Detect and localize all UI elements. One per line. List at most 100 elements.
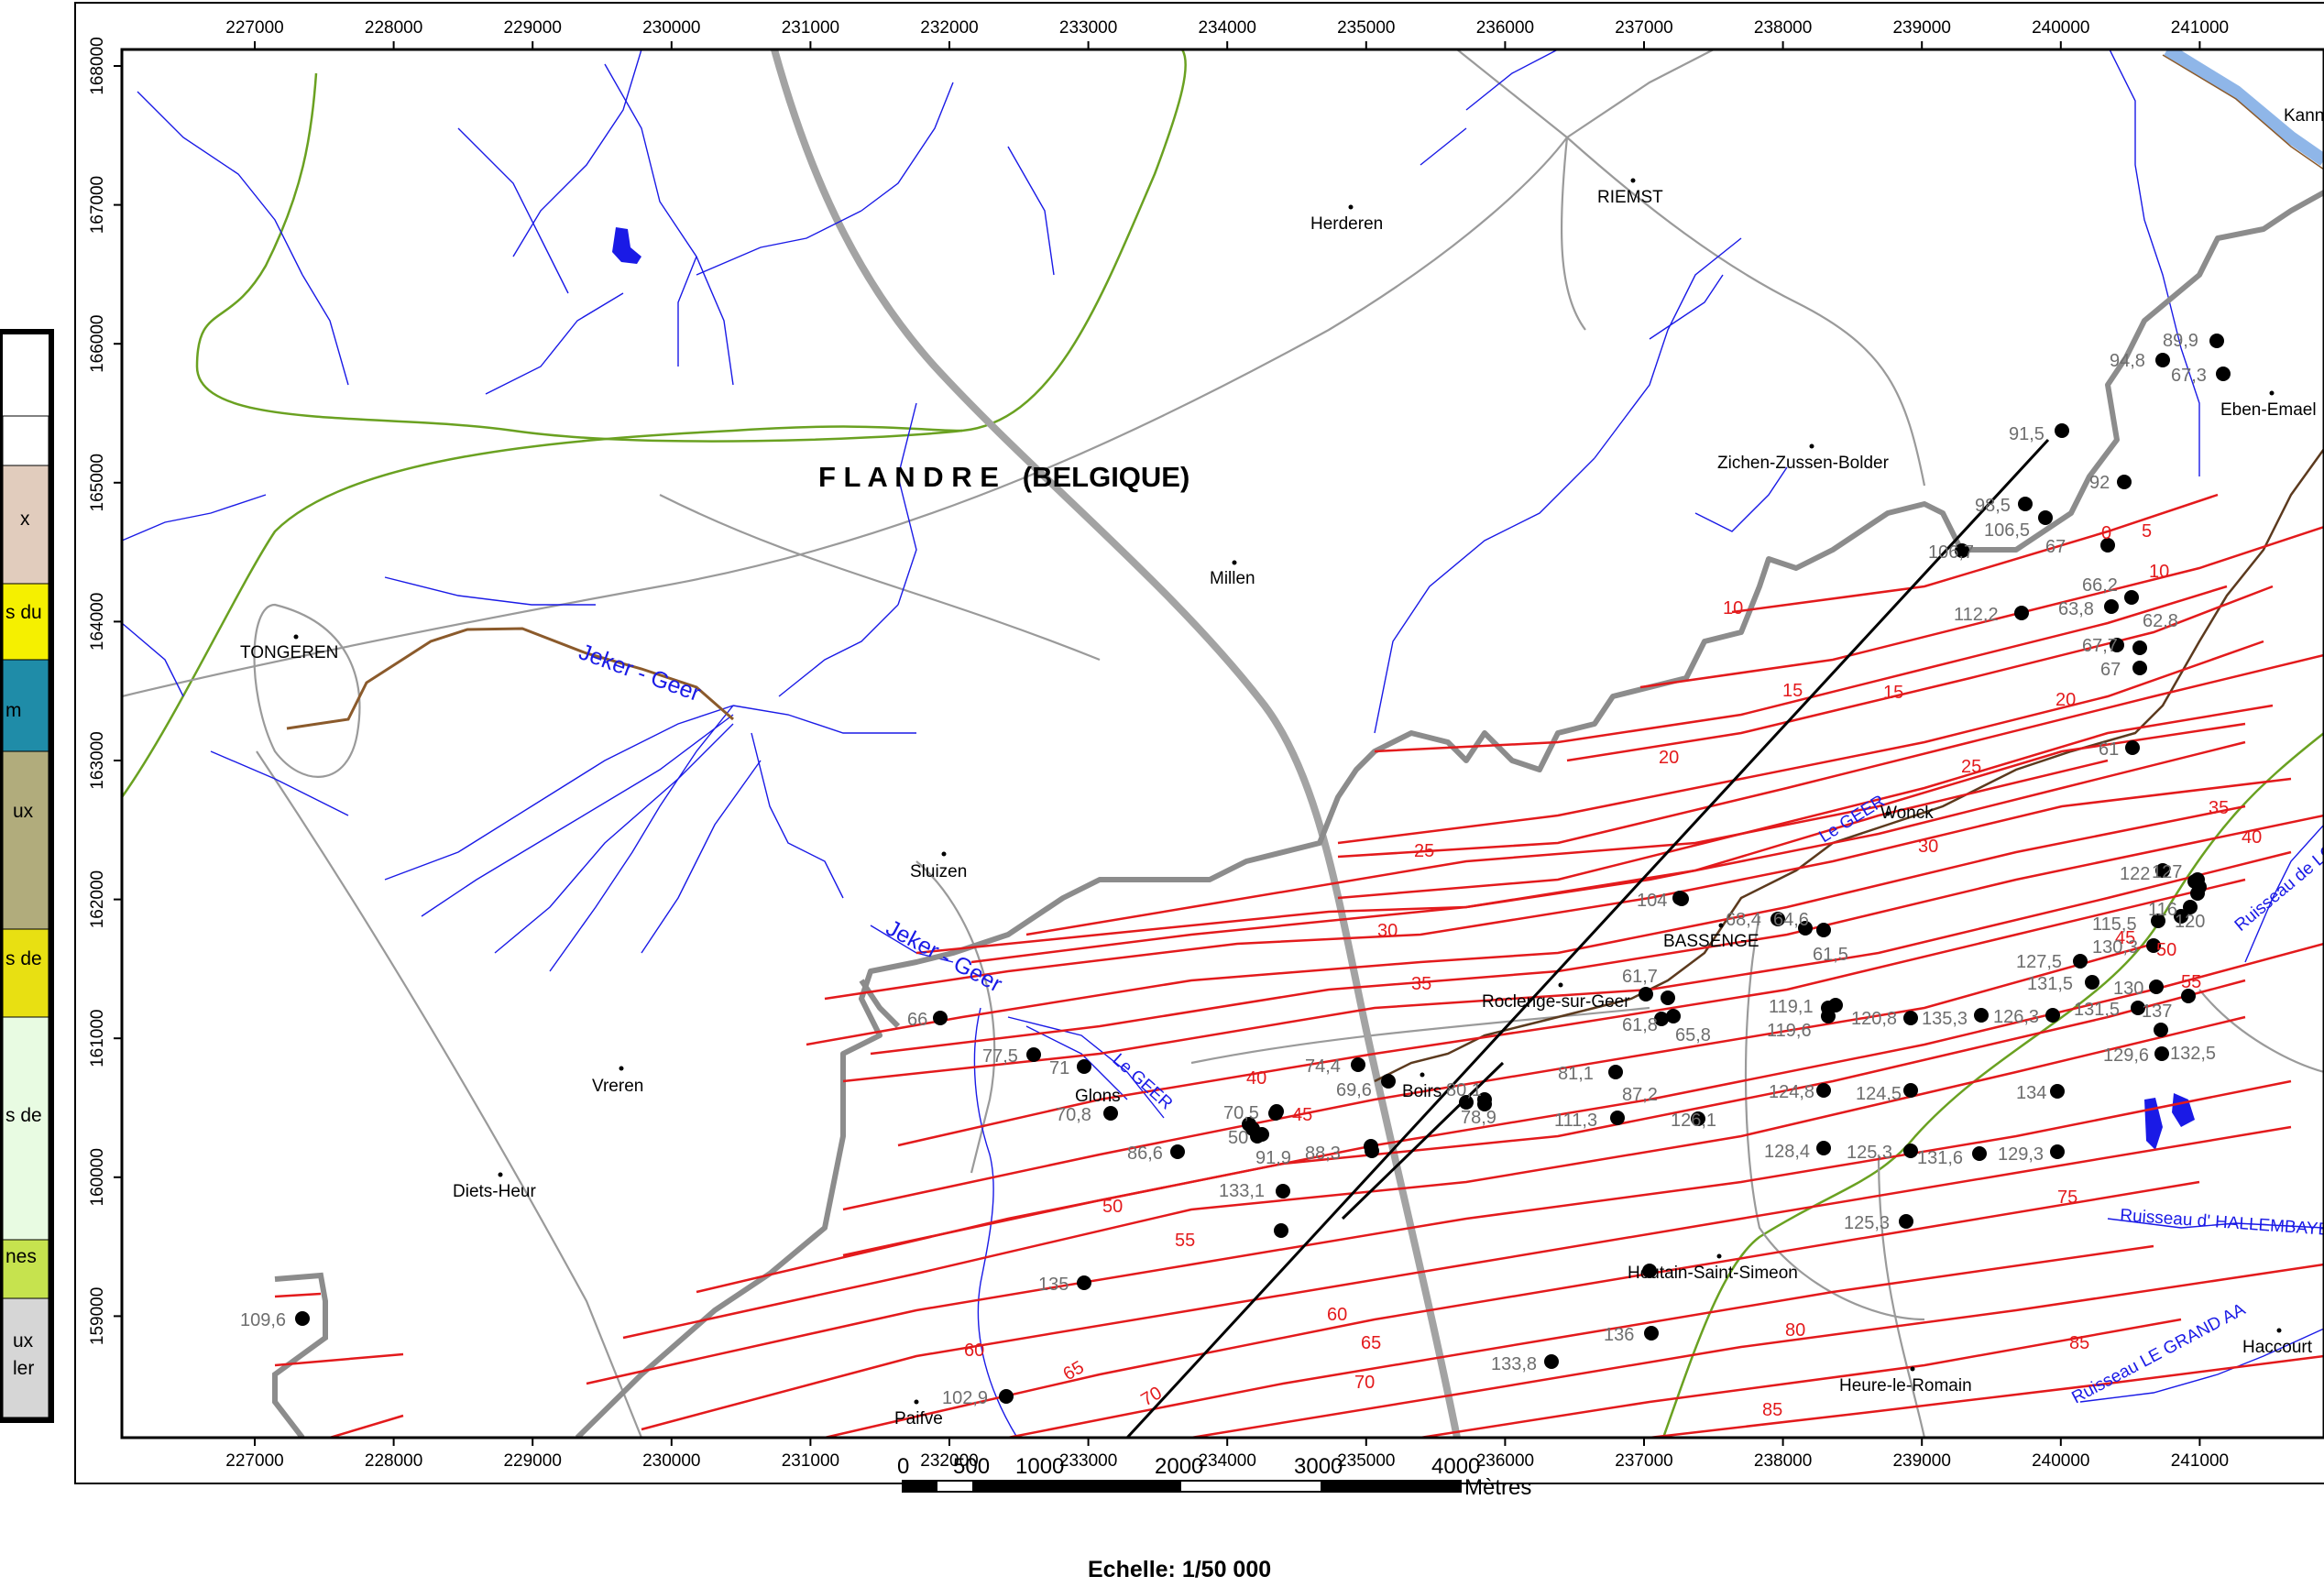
river-label: Jeker - Geer — [882, 915, 1006, 998]
value-label: 136 — [1604, 1325, 1634, 1345]
value-label: 133,1 — [1219, 1181, 1265, 1201]
scale-tick-label: 0 — [897, 1454, 909, 1479]
legend-panel: x s du m ux s de s de nes ux ler — [0, 329, 54, 1423]
x-tick-label-bottom: 234000 — [1198, 1451, 1255, 1471]
point-symbol — [2125, 740, 2140, 755]
point-symbol — [2155, 863, 2170, 878]
point-symbol — [2131, 1001, 2145, 1015]
legend-label: s de — [5, 1105, 42, 1126]
x-tick-label-bottom: 230000 — [642, 1451, 700, 1471]
town-dot — [1910, 1366, 1915, 1372]
value-label: 87,2 — [1622, 1085, 1658, 1105]
contour-label: 0 — [2101, 523, 2111, 543]
point-symbol — [1672, 891, 1687, 905]
point-symbol — [2183, 900, 2198, 914]
place-label: Vreren — [592, 1077, 643, 1096]
contour-label: 50 — [1102, 1197, 1123, 1217]
point-symbol — [2132, 661, 2147, 675]
value-label: 137 — [2142, 1001, 2172, 1022]
scale-bar: 0 500 1000 2000 3000 4000 Mètres Echelle… — [897, 1454, 1531, 1582]
contour-label: 60 — [964, 1341, 984, 1361]
value-label: 119,6 — [1767, 1021, 1812, 1041]
point-symbol — [1816, 1083, 1831, 1098]
contour-label: 65 — [1060, 1357, 1088, 1385]
place-label: Roclenge-sur-Geer — [1482, 992, 1630, 1012]
legend-label: s du — [5, 602, 42, 623]
town-dot — [1885, 811, 1891, 816]
value-label: 104 — [1637, 891, 1667, 911]
value-label: 89,9 — [2163, 331, 2198, 351]
value-label: 68,4 — [1726, 910, 1761, 930]
legend-label: ux — [13, 1330, 34, 1352]
point-symbol — [2151, 914, 2165, 928]
value-label: 94,8 — [2110, 351, 2145, 371]
town-dot — [293, 634, 299, 640]
y-tick-label: 161000 — [88, 1009, 107, 1067]
y-tick-label: 163000 — [88, 731, 107, 789]
value-label: 125,3 — [1844, 1213, 1890, 1233]
value-label: 62,8 — [2143, 611, 2178, 631]
point-symbol — [1608, 1065, 1623, 1079]
national-border — [859, 979, 901, 1029]
value-label: 131,5 — [2074, 1000, 2120, 1020]
x-tick-label-top: 227000 — [225, 18, 283, 38]
contour-label: 60 — [1327, 1305, 1347, 1325]
town-dot — [1809, 443, 1814, 449]
place-label: Heure-le-Romain — [1839, 1376, 1972, 1395]
x-tick-label-bottom: 238000 — [1754, 1451, 1812, 1471]
point-symbol — [2124, 590, 2139, 605]
point-symbol — [2018, 497, 2033, 511]
contour-label: 30 — [1918, 837, 1938, 857]
point-symbol — [1955, 543, 1969, 558]
place-label: Zichen-Zussen-Bolder — [1717, 454, 1890, 473]
point-symbol — [999, 1389, 1014, 1404]
point-symbol — [1770, 912, 1785, 926]
point-symbol — [2045, 1008, 2060, 1023]
contour-label: 20 — [2055, 690, 2076, 710]
point-symbol — [1459, 1095, 1474, 1110]
legend-label: ux — [13, 801, 34, 822]
y-tick-label: 164000 — [88, 593, 107, 651]
value-label: 69,6 — [1336, 1080, 1372, 1100]
value-label: 106,7 — [1928, 542, 1974, 563]
point-symbol — [2038, 510, 2053, 525]
value-label: 122 — [2120, 864, 2150, 884]
point-value-labels: 89,9 94,8 67,3 91,5 92 98,5 106,5 67 106… — [240, 331, 2216, 1408]
point-symbol — [2192, 880, 2207, 894]
value-label: 91,9 — [1255, 1148, 1291, 1168]
contour-label: 20 — [1659, 748, 1679, 768]
contour-label: 10 — [1723, 598, 1743, 618]
value-label: 67,3 — [2171, 366, 2207, 386]
legend-label: nes — [5, 1246, 37, 1267]
point-symbol — [1276, 1184, 1290, 1198]
scale-segment — [1321, 1481, 1461, 1492]
town-dot — [1420, 1072, 1425, 1078]
value-label: 133,8 — [1491, 1354, 1537, 1374]
point-symbol — [1103, 1106, 1118, 1121]
place-label: Kann — [2284, 106, 2324, 126]
point-symbol — [1274, 1223, 1288, 1238]
place-label: Wonck — [1880, 804, 1934, 823]
value-label: 74,4 — [1305, 1056, 1341, 1077]
brown-line — [286, 627, 734, 730]
region-title: F L A N D R E (BELGIQUE) — [818, 461, 1189, 493]
y-tick-label: 160000 — [88, 1148, 107, 1206]
value-label: 109,6 — [240, 1310, 286, 1330]
point-symbol — [2110, 638, 2124, 652]
value-label: 102,9 — [942, 1388, 988, 1408]
x-tick-label-top: 240000 — [2032, 18, 2089, 38]
point-symbol — [1903, 1144, 1918, 1158]
value-label: 126,1 — [1671, 1111, 1716, 1131]
value-label: 134 — [2016, 1083, 2046, 1103]
value-label: 130 — [2113, 979, 2143, 999]
point-symbol — [2085, 975, 2099, 990]
point-symbol — [1798, 921, 1813, 936]
point-symbol — [1654, 1012, 1669, 1026]
y-tick-label: 167000 — [88, 176, 107, 234]
y-tick-label: 165000 — [88, 454, 107, 511]
value-label: 128,4 — [1764, 1142, 1810, 1162]
point-symbol — [1477, 1097, 1492, 1111]
contour-label: 40 — [1246, 1068, 1266, 1089]
value-label: 70,8 — [1056, 1105, 1091, 1125]
contour-label: 10 — [2149, 562, 2169, 582]
